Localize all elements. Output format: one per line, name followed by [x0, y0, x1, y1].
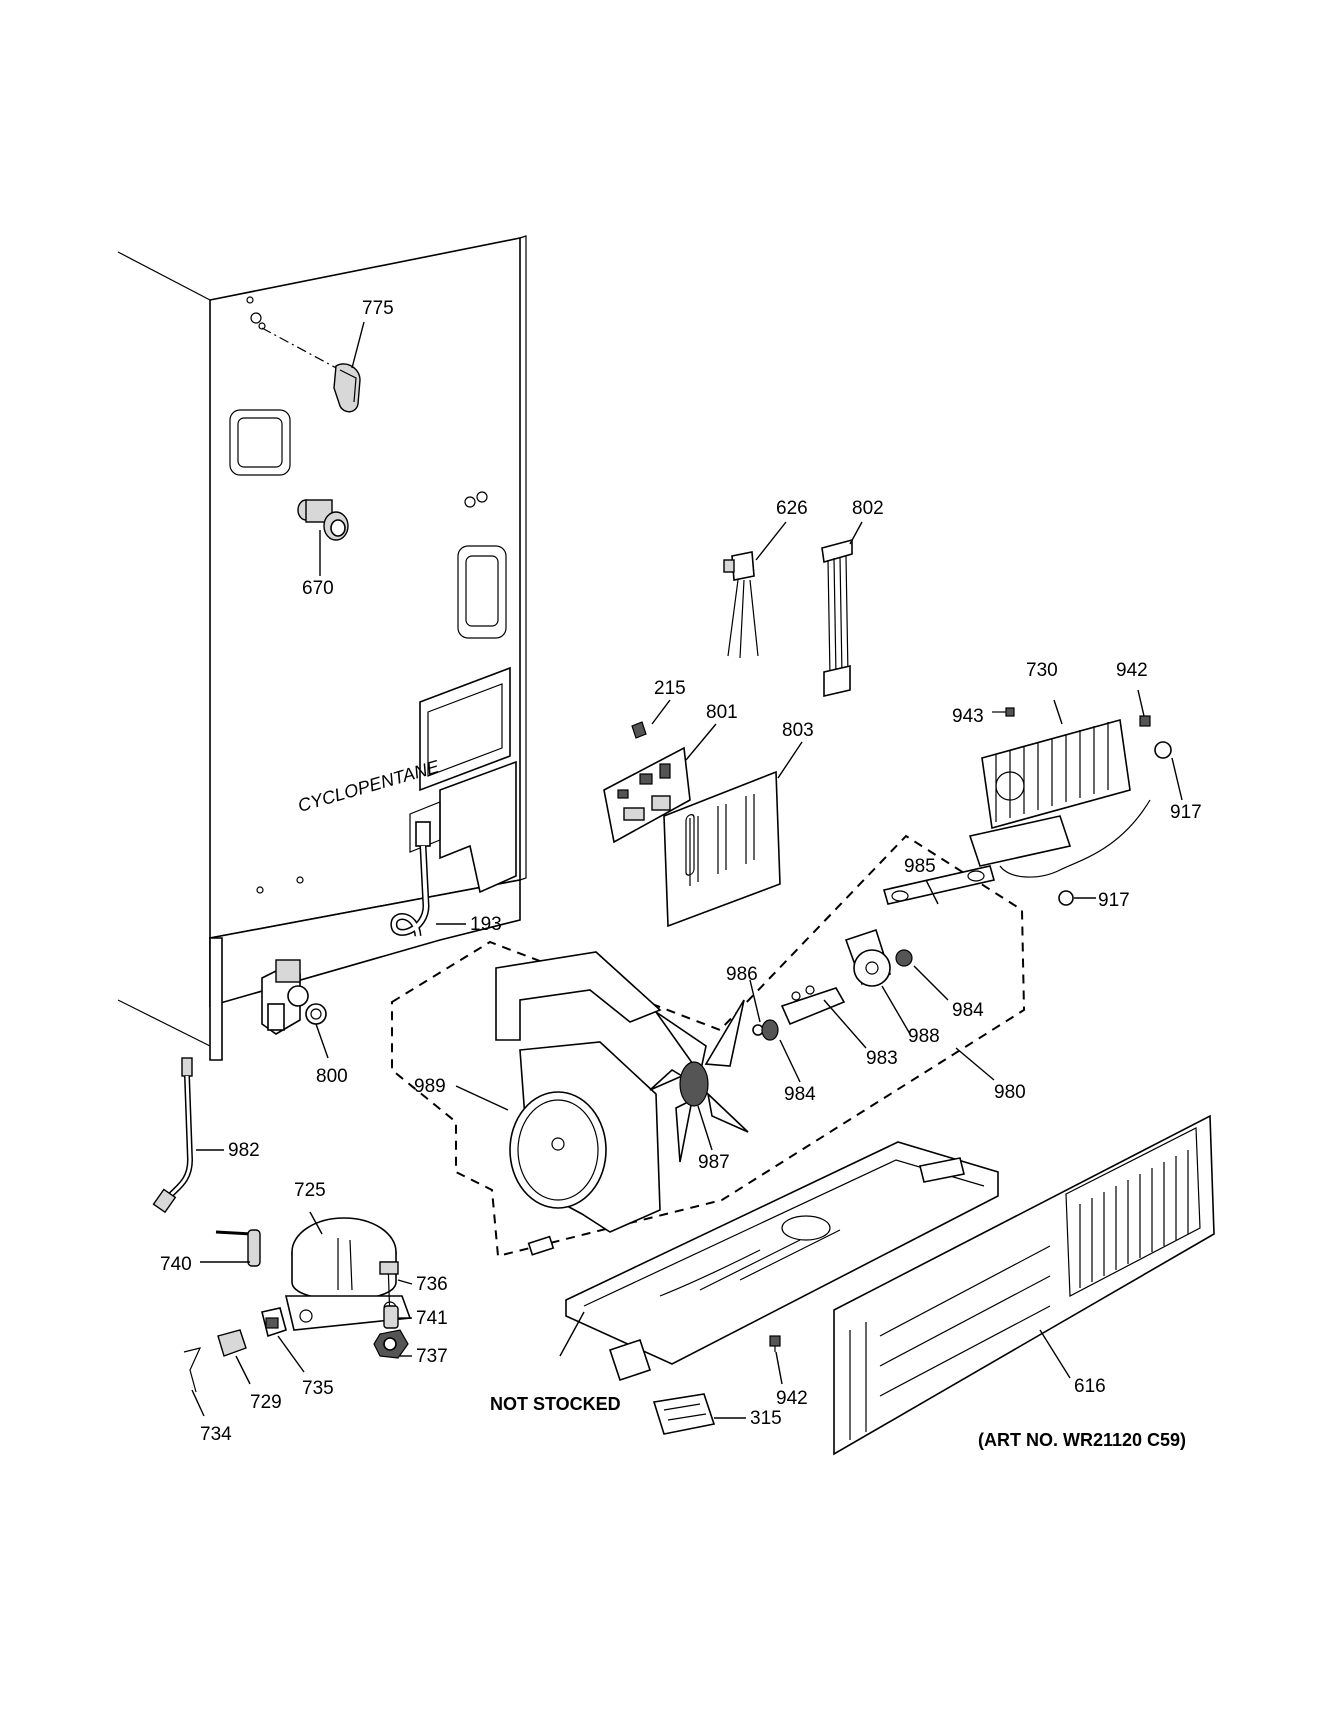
callout-736: 736 — [416, 1274, 448, 1295]
part-775-hinge-bracket — [261, 327, 361, 413]
callout-735: 735 — [302, 1378, 334, 1399]
part-984-grommet-b — [895, 949, 913, 967]
callout-984-right: 984 — [952, 1000, 984, 1021]
part-215-screw — [631, 721, 647, 739]
callout-985: 985 — [904, 856, 936, 877]
callout-734: 734 — [200, 1424, 232, 1445]
callout-740: 740 — [160, 1254, 192, 1275]
callout-942-top: 942 — [1116, 660, 1148, 681]
callout-800: 800 — [316, 1066, 348, 1087]
part-988-fan-motor — [844, 928, 891, 987]
callout-986: 986 — [726, 964, 758, 985]
callout-215: 215 — [654, 678, 686, 699]
callout-942-bottom: 942 — [776, 1388, 808, 1409]
callout-labels: 775 670 193 800 982 725 740 736 741 737 … — [160, 298, 1202, 1450]
callout-989: 989 — [414, 1076, 446, 1097]
part-917-grommet-a — [1154, 741, 1172, 759]
callout-775: 775 — [362, 298, 394, 319]
callout-670: 670 — [302, 578, 334, 599]
not-stocked-label: NOT STOCKED — [490, 1394, 621, 1414]
part-942-screw-a — [1139, 715, 1151, 727]
part-729-cover — [217, 1329, 247, 1357]
callout-917-lower: 917 — [1098, 890, 1130, 911]
callout-802: 802 — [852, 498, 884, 519]
callout-980: 980 — [994, 1082, 1026, 1103]
callout-803: 803 — [782, 720, 814, 741]
part-802-wire-harness — [821, 538, 853, 698]
part-801-control-board — [603, 746, 691, 844]
part-803-cover-plate — [663, 770, 781, 928]
callout-983: 983 — [866, 1048, 898, 1069]
part-741-sleeve — [383, 1305, 399, 1329]
part-942-screw-b — [769, 1335, 781, 1352]
cabinet-back-panel: CYCLOPENTANE — [117, 235, 527, 1061]
part-725-compressor — [284, 1217, 412, 1331]
callout-616: 616 — [1074, 1376, 1106, 1397]
part-734-wire-clip — [183, 1347, 202, 1393]
part-626-wire-harness — [723, 551, 759, 659]
part-193-drain-tube — [390, 821, 431, 937]
part-943-screw — [992, 707, 1015, 717]
callout-626: 626 — [776, 498, 808, 519]
art-number: (ART NO. WR21120 C59) — [978, 1430, 1186, 1450]
callout-982: 982 — [228, 1140, 260, 1161]
part-735-relay — [261, 1307, 287, 1338]
callout-987: 987 — [698, 1152, 730, 1173]
part-730-coil — [968, 718, 1151, 878]
part-800-water-valve — [261, 959, 327, 1035]
base-pan — [565, 1141, 999, 1382]
part-984-grommet-a — [761, 1019, 779, 1041]
part-315-bracket — [652, 1393, 716, 1435]
callout-315: 315 — [750, 1408, 782, 1429]
part-616-access-cover — [833, 1114, 1215, 1456]
part-989-fan-shroud — [495, 951, 662, 1233]
callout-984-left: 984 — [784, 1084, 816, 1105]
callout-193: 193 — [470, 914, 502, 935]
part-987-fan-blade — [649, 999, 749, 1163]
callout-729: 729 — [250, 1392, 282, 1413]
callout-725: 725 — [294, 1180, 326, 1201]
part-670-fitting — [297, 499, 349, 541]
leader-lines — [191, 321, 1183, 1419]
part-982-water-line — [152, 1057, 194, 1214]
callout-917-right: 917 — [1170, 802, 1202, 823]
callout-943: 943 — [952, 706, 984, 727]
part-917-grommet-b — [1058, 890, 1074, 906]
callout-988: 988 — [908, 1026, 940, 1047]
part-736-grommet — [379, 1261, 399, 1275]
part-985-motor-mount — [882, 865, 996, 905]
callout-730: 730 — [1026, 660, 1058, 681]
part-737-nut — [373, 1329, 409, 1359]
callout-801: 801 — [706, 702, 738, 723]
callout-741: 741 — [416, 1308, 448, 1329]
callout-737: 737 — [416, 1346, 448, 1367]
part-740-tube — [215, 1229, 261, 1267]
fan-assembly-outline — [391, 834, 1026, 1258]
bolt — [527, 1235, 555, 1256]
part-983-motor-bracket — [780, 985, 846, 1026]
